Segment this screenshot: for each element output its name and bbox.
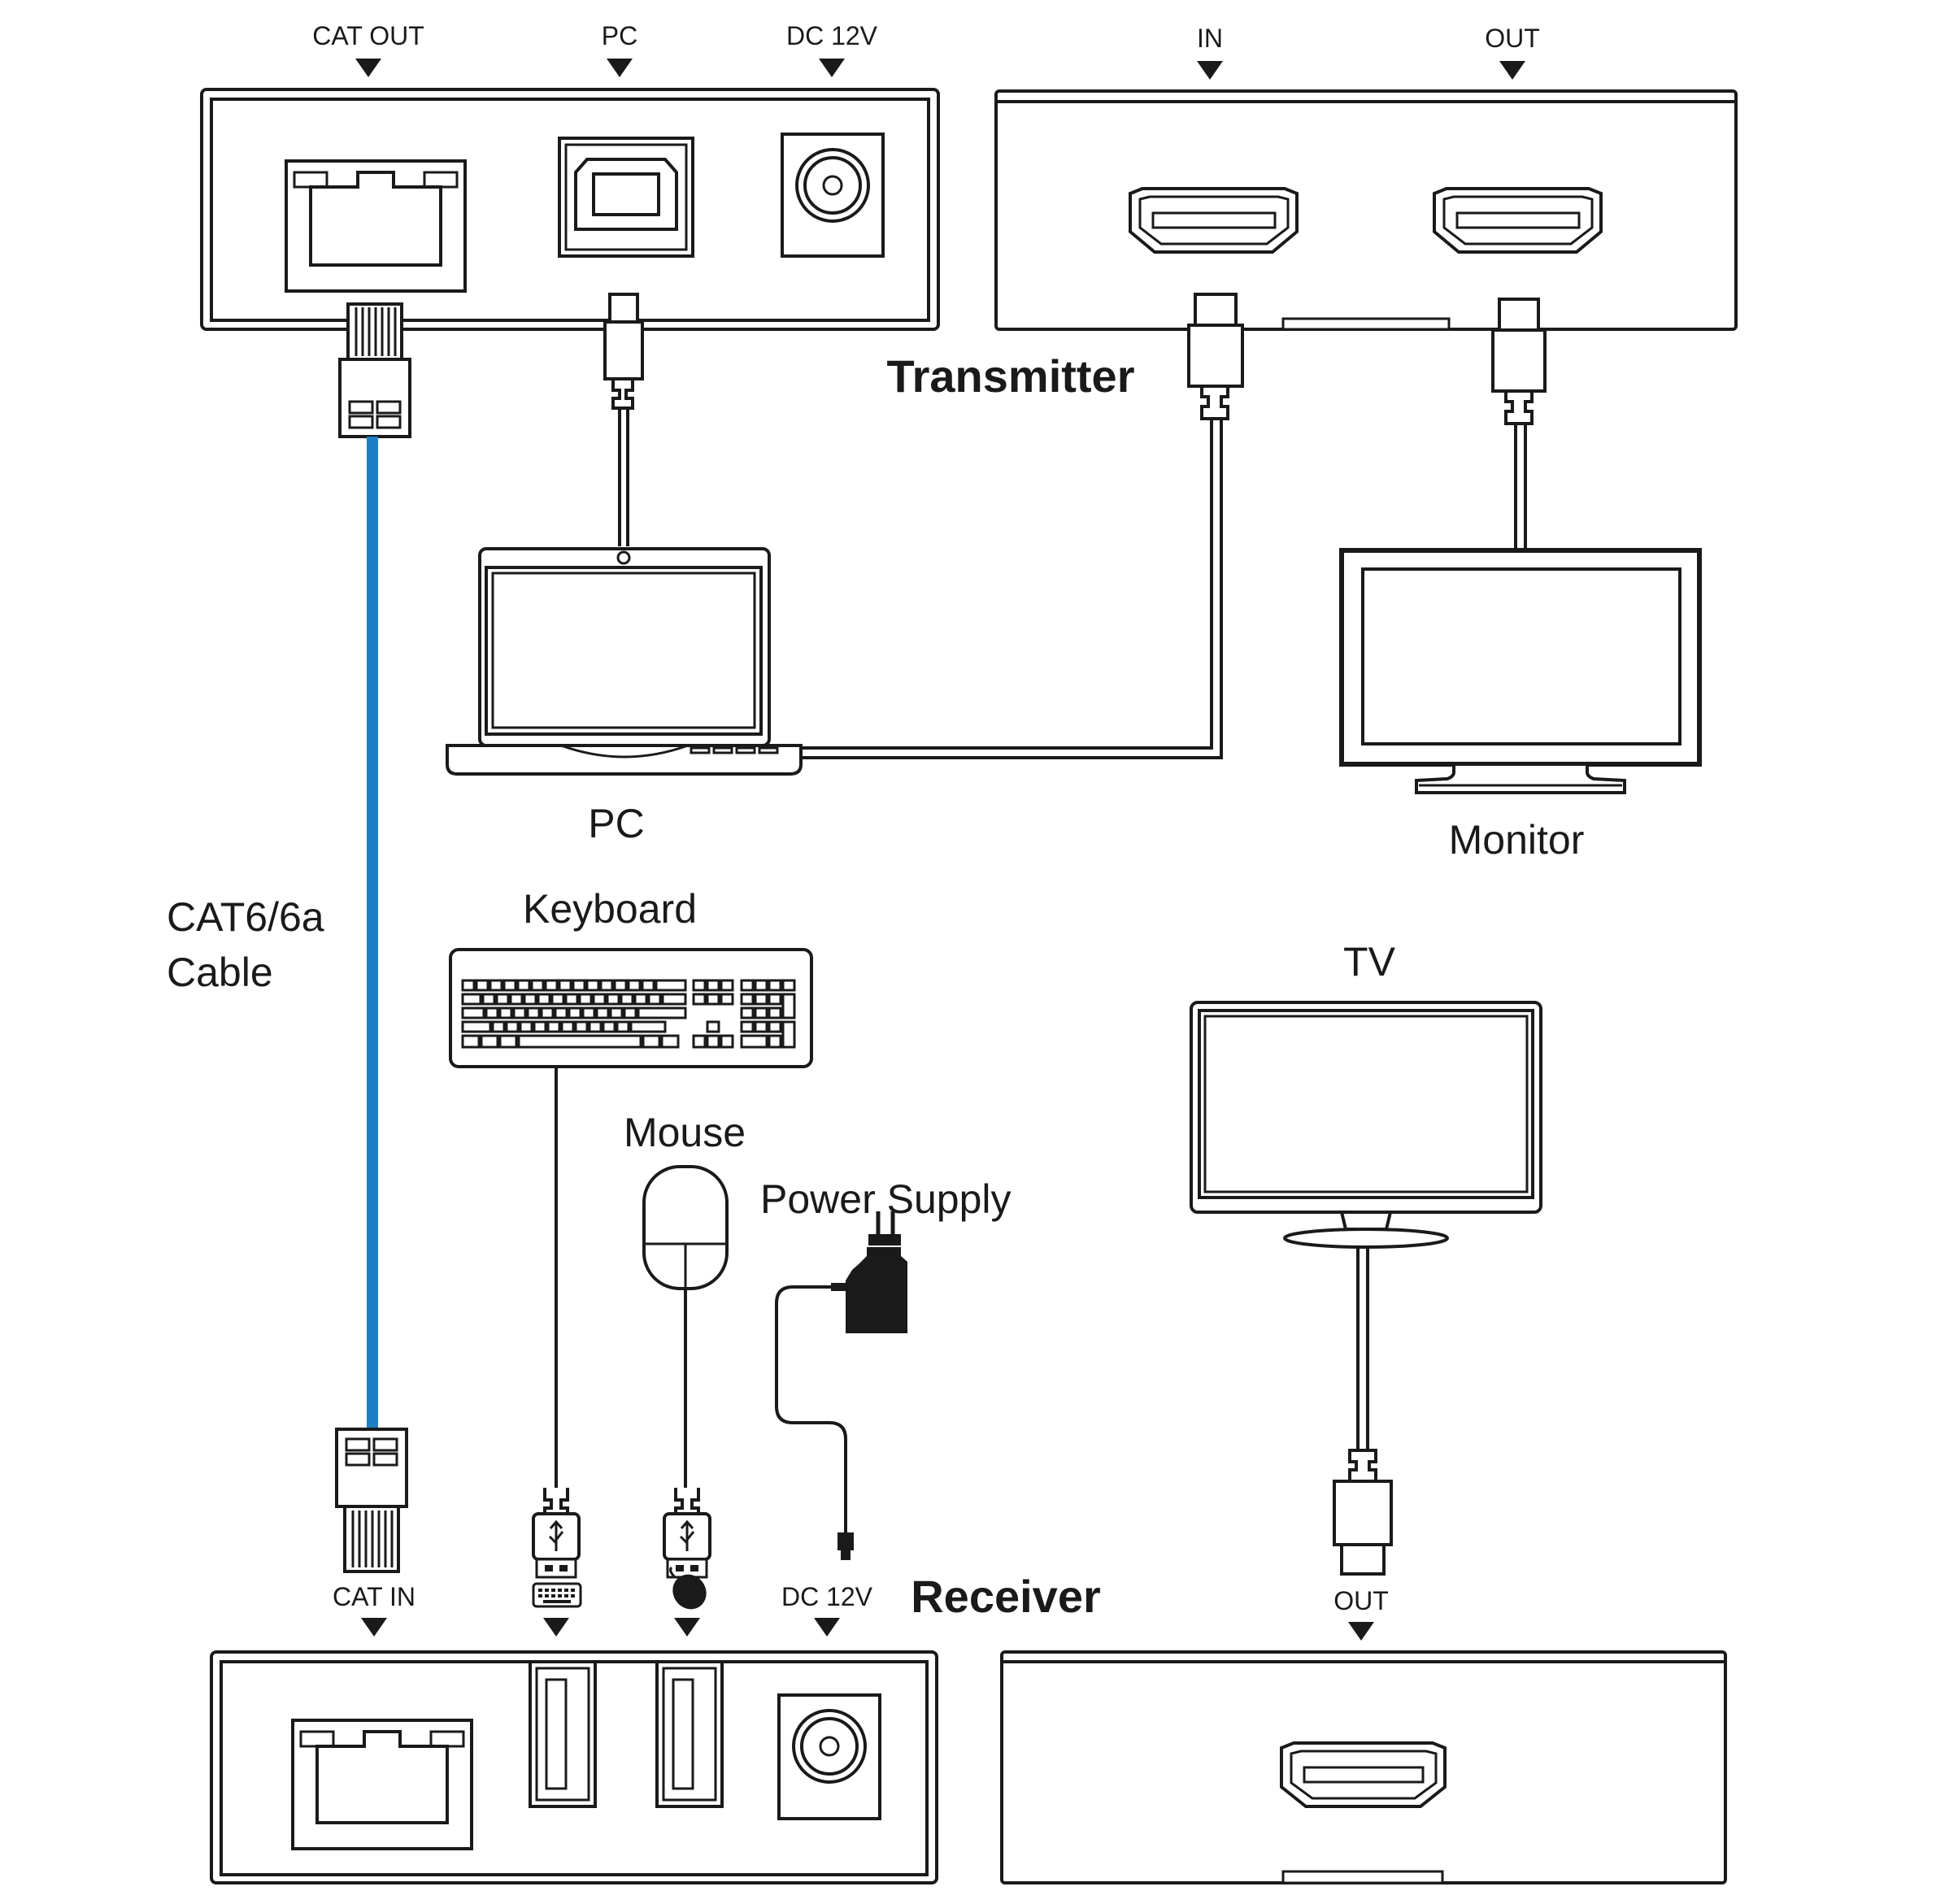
dc-plug-rx: [837, 1532, 854, 1560]
rj45-port-tx: [285, 159, 467, 293]
arrow-cat-in: [361, 1618, 387, 1637]
laptop-icon: [446, 547, 803, 776]
label-cable-line2: Cable: [167, 950, 273, 995]
power-adapter-icon: [831, 1211, 907, 1333]
hdmi-out-port-rx: [1280, 1741, 1447, 1808]
label-transmitter: Transmitter: [887, 350, 1135, 402]
hdmi-in-port: [1129, 187, 1299, 254]
usb-a-port-keyboard: [529, 1660, 597, 1808]
keyboard-icon: [449, 948, 813, 1068]
label-out-tx: OUT: [1485, 24, 1540, 53]
tv-hdmi-cable: [1356, 1247, 1369, 1450]
pc-usb-cable: [618, 408, 629, 546]
keyboard-small-icon: [532, 1582, 582, 1608]
dc-jack-rx: [777, 1693, 881, 1820]
pc-hdmi-cable-outer: [801, 419, 1223, 759]
rj45-plug-rx: [335, 1428, 408, 1573]
mouse-small-icon: [669, 1566, 707, 1610]
usb-b-port-tx: [558, 137, 694, 258]
label-receiver: Receiver: [911, 1571, 1101, 1622]
label-dc12v-tx: DC 12V: [786, 21, 878, 50]
dc-jack-tx: [781, 133, 885, 258]
label-mouse: Mouse: [624, 1110, 746, 1155]
label-cat-in: CAT IN: [333, 1582, 415, 1611]
monitor-icon: [1339, 548, 1702, 794]
usb-a-port-mouse: [655, 1660, 724, 1808]
hdmi-plug-out-rx: [1333, 1449, 1393, 1576]
label-power-supply: Power Supply: [760, 1176, 1012, 1222]
arrow-out-rx: [1348, 1622, 1374, 1641]
pc-hdmi-cable: [801, 419, 1213, 750]
power-cable: [775, 1285, 847, 1532]
label-dc12v-rx: DC 12V: [781, 1582, 873, 1611]
label-pc-device: PC: [588, 801, 644, 846]
label-cat-out: CAT OUT: [312, 21, 424, 50]
arrow-dc12v-rx: [814, 1618, 840, 1637]
transmitter-right-unit: [994, 89, 1738, 331]
arrow-out-tx: [1499, 61, 1525, 80]
arrow-pc-port: [607, 59, 633, 77]
arrow-cat-out: [355, 59, 381, 77]
label-pc-port: PC: [602, 21, 637, 50]
label-monitor: Monitor: [1449, 817, 1585, 863]
label-cable-line1: CAT6/6a: [167, 894, 324, 940]
tv-icon: [1190, 1001, 1542, 1249]
label-tv: TV: [1343, 939, 1396, 985]
hdmi-plug-out-tx: [1491, 298, 1547, 425]
label-keyboard: Keyboard: [523, 886, 697, 932]
arrow-mouse-port: [674, 1618, 700, 1637]
arrow-in: [1197, 61, 1223, 80]
rj45-plug-tx: [338, 302, 411, 438]
rj45-port-rx: [291, 1719, 473, 1850]
usb-a-plug-mouse: [663, 1488, 711, 1579]
usb-b-plug-tx: [603, 293, 644, 410]
hdmi-out-port-tx: [1433, 187, 1603, 254]
monitor-hdmi-cable: [1514, 424, 1527, 549]
label-in: IN: [1197, 24, 1223, 53]
usb-a-plug-keyboard: [532, 1488, 581, 1579]
hdmi-plug-in: [1187, 293, 1244, 420]
label-out-rx: OUT: [1333, 1586, 1389, 1615]
arrow-dc12v-tx: [819, 59, 845, 77]
mouse-icon: [642, 1165, 729, 1290]
arrow-keyboard-port: [543, 1618, 569, 1637]
